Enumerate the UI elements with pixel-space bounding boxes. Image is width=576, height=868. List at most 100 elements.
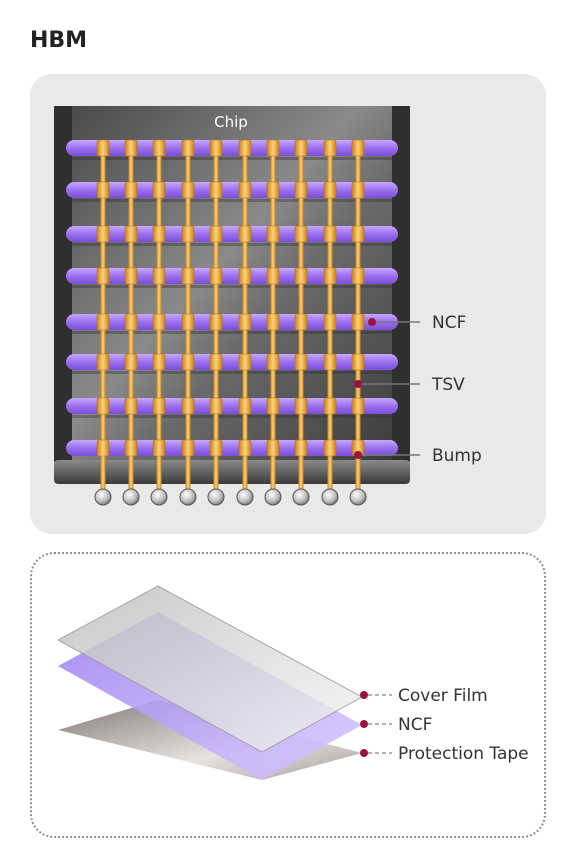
die-separator bbox=[72, 199, 392, 202]
ncf-band bbox=[66, 440, 398, 456]
bump bbox=[209, 439, 223, 457]
solder-ball bbox=[122, 488, 140, 506]
solder-ball bbox=[236, 488, 254, 506]
bump bbox=[209, 267, 223, 285]
tsv-marker bbox=[354, 380, 362, 388]
bump bbox=[266, 181, 280, 199]
bump bbox=[152, 397, 166, 415]
ncf-film-marker bbox=[360, 720, 368, 728]
bump bbox=[238, 267, 252, 285]
bump bbox=[124, 353, 138, 371]
bump bbox=[209, 397, 223, 415]
bump bbox=[238, 181, 252, 199]
die-separator bbox=[72, 157, 392, 160]
bump bbox=[294, 181, 308, 199]
tsv-callout: TSV bbox=[354, 375, 465, 395]
bump bbox=[351, 181, 365, 199]
protection-tape-marker bbox=[360, 749, 368, 757]
ncf-film-label: NCF bbox=[398, 715, 432, 735]
bump bbox=[209, 181, 223, 199]
bump bbox=[294, 313, 308, 331]
bump bbox=[323, 225, 337, 243]
bump bbox=[238, 313, 252, 331]
chip-layers bbox=[66, 140, 398, 456]
bump bbox=[294, 397, 308, 415]
solder-ball bbox=[179, 488, 197, 506]
bump bbox=[96, 353, 110, 371]
ncf-callout: NCF bbox=[368, 313, 466, 333]
bump bbox=[181, 181, 195, 199]
bump bbox=[209, 225, 223, 243]
bump bbox=[96, 181, 110, 199]
bump bbox=[238, 397, 252, 415]
bump bbox=[266, 353, 280, 371]
bump bbox=[124, 397, 138, 415]
bump-marker bbox=[354, 451, 362, 459]
bump bbox=[96, 225, 110, 243]
bump bbox=[181, 397, 195, 415]
bump bbox=[152, 225, 166, 243]
substrate bbox=[54, 460, 410, 484]
bump bbox=[181, 313, 195, 331]
bump bbox=[294, 139, 308, 157]
die-separator bbox=[72, 331, 392, 334]
bump bbox=[124, 139, 138, 157]
bump bbox=[181, 139, 195, 157]
bump bbox=[124, 439, 138, 457]
bump bbox=[152, 139, 166, 157]
bump bbox=[152, 439, 166, 457]
ncf-marker bbox=[368, 318, 376, 326]
bump bbox=[294, 225, 308, 243]
solder-ball bbox=[207, 488, 225, 506]
bump bbox=[96, 313, 110, 331]
bump bbox=[351, 353, 365, 371]
bump bbox=[323, 397, 337, 415]
ncf-band bbox=[66, 182, 398, 198]
bump bbox=[266, 397, 280, 415]
bump bbox=[124, 267, 138, 285]
solder-ball bbox=[321, 488, 339, 506]
bump bbox=[351, 139, 365, 157]
solder-balls bbox=[94, 488, 367, 506]
protection-tape-callout: Protection Tape bbox=[360, 744, 529, 764]
cover-film-marker bbox=[360, 691, 368, 699]
bump bbox=[152, 353, 166, 371]
tsv-label: TSV bbox=[431, 375, 465, 395]
bump bbox=[238, 139, 252, 157]
bump bbox=[323, 313, 337, 331]
die-separator bbox=[72, 371, 392, 374]
bump bbox=[209, 313, 223, 331]
ncf-band bbox=[66, 354, 398, 370]
bump bbox=[152, 181, 166, 199]
cover-film-callout: Cover Film bbox=[360, 686, 488, 706]
die-separator bbox=[72, 415, 392, 418]
bump bbox=[238, 353, 252, 371]
bump bbox=[351, 267, 365, 285]
solder-ball bbox=[292, 488, 310, 506]
bump-label: Bump bbox=[432, 446, 482, 466]
bump bbox=[96, 397, 110, 415]
cover-film-label: Cover Film bbox=[398, 686, 488, 706]
bump bbox=[294, 353, 308, 371]
ncf-band bbox=[66, 226, 398, 242]
bump bbox=[209, 139, 223, 157]
bump bbox=[266, 439, 280, 457]
bump bbox=[351, 313, 365, 331]
bump bbox=[238, 439, 252, 457]
bump bbox=[96, 267, 110, 285]
bump bbox=[351, 397, 365, 415]
bump bbox=[323, 267, 337, 285]
bump bbox=[351, 225, 365, 243]
bump bbox=[266, 267, 280, 285]
bump bbox=[209, 353, 223, 371]
solder-ball bbox=[150, 488, 168, 506]
bump bbox=[152, 313, 166, 331]
bump bbox=[294, 439, 308, 457]
chip-label: Chip bbox=[214, 113, 248, 131]
bump bbox=[181, 267, 195, 285]
film-layers-panel bbox=[30, 552, 546, 838]
page-title: HBM bbox=[30, 28, 88, 53]
bump bbox=[181, 439, 195, 457]
ncf-band bbox=[66, 314, 398, 330]
